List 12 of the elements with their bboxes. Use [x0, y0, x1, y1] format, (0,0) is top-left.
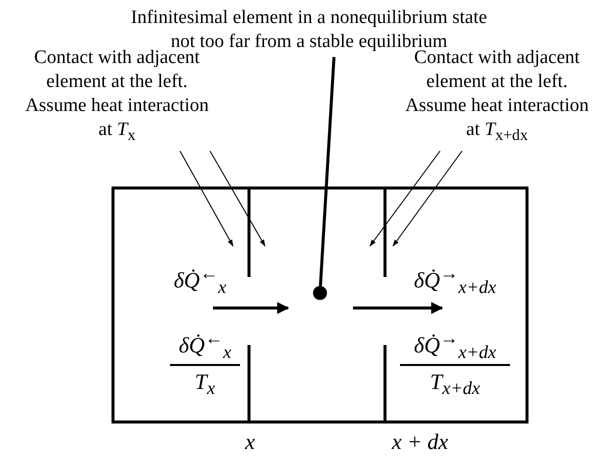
- state-point: [313, 286, 327, 300]
- leader-arrow: [392, 150, 462, 247]
- position-label: x + dx: [392, 429, 448, 455]
- callout-text: Contact with adjacent element at the left. Assume heat interaction at T$_{x}$: [22, 46, 212, 148]
- fraction-denominator: T$_{x+dx}$: [430, 368, 480, 400]
- position-label: x: [245, 429, 255, 455]
- leader-arrow: [370, 150, 440, 247]
- callout-text: Contact with adjacent element at the left. Assume heat interaction at T$_{x+dx}$: [402, 46, 592, 148]
- leader-arrow: [180, 150, 234, 247]
- leader-line: [318, 56, 336, 286]
- leader-arrow: [210, 150, 266, 247]
- fraction-denominator: T$_{x}$: [194, 368, 216, 400]
